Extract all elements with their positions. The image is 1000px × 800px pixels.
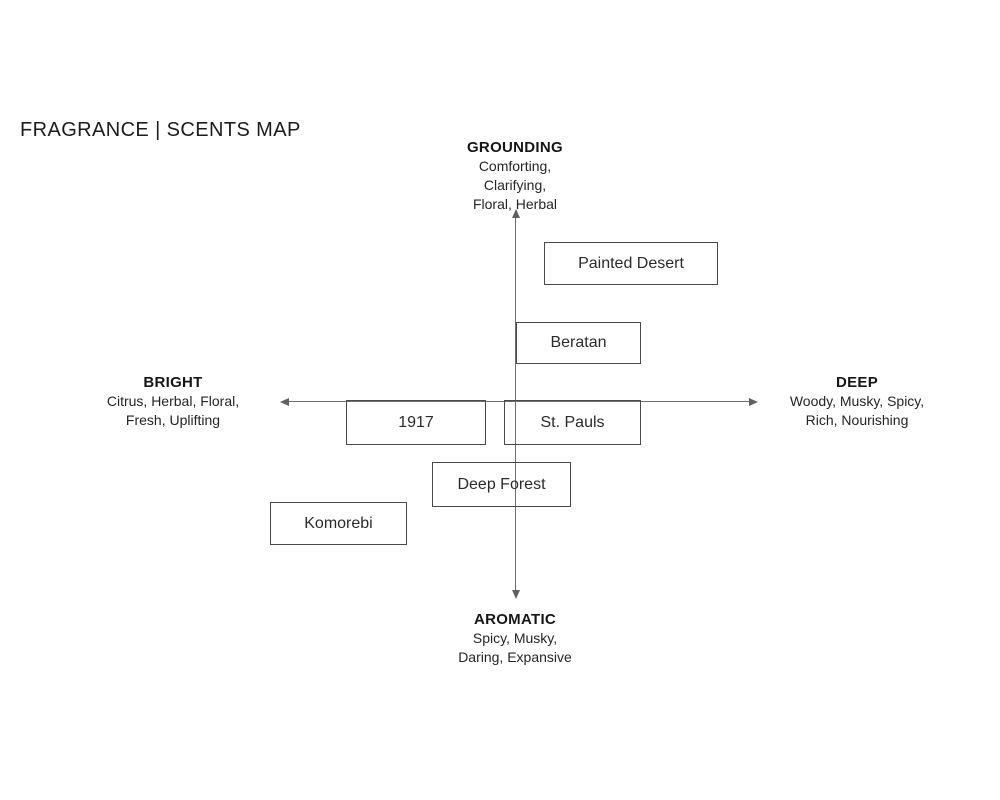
axis-descriptor: Woody, Musky, Spicy, — [789, 393, 925, 409]
fragrance-box-beratan: Beratan — [516, 322, 641, 364]
axis-descriptor: Citrus, Herbal, Floral, — [106, 393, 240, 409]
fragrance-box-st-pauls: St. Pauls — [504, 400, 641, 445]
arrow-down-icon — [511, 590, 520, 599]
arrow-right-icon — [749, 397, 758, 406]
axis-title: BRIGHT — [143, 374, 203, 391]
axis-label-deep: DEEP Woody, Musky, Spicy, Rich, Nourishi… — [737, 373, 977, 430]
axis-descriptor: Spicy, Musky, — [472, 630, 558, 646]
axis-title: AROMATIC — [473, 611, 557, 628]
axis-label-aromatic: AROMATIC Spicy, Musky, Daring, Expansive — [395, 610, 635, 667]
axis-descriptor: Daring, Expansive — [458, 649, 572, 665]
axis-label-bright: BRIGHT Citrus, Herbal, Floral, Fresh, Up… — [53, 373, 293, 430]
horizontal-axis-line — [287, 401, 751, 403]
fragrance-box-1917: 1917 — [346, 400, 486, 445]
arrow-up-icon — [511, 209, 520, 218]
fragrance-box-deep-forest: Deep Forest — [432, 462, 571, 507]
axis-descriptor: Clarifying, — [483, 177, 547, 193]
axis-descriptor: Comforting, — [478, 158, 552, 174]
axis-title: DEEP — [835, 374, 879, 391]
axis-title: GROUNDING — [466, 139, 564, 156]
fragrance-box-painted-desert: Painted Desert — [544, 242, 718, 285]
fragrance-box-komorebi: Komorebi — [270, 502, 407, 545]
axis-descriptor: Fresh, Uplifting — [125, 412, 221, 428]
arrow-left-icon — [280, 397, 289, 406]
axis-descriptor: Floral, Herbal — [472, 196, 558, 212]
axis-descriptor: Rich, Nourishing — [805, 412, 909, 428]
vertical-axis-line — [515, 216, 517, 593]
page-title: FRAGRANCE | SCENTS MAP — [20, 119, 301, 141]
axis-label-grounding: GROUNDING Comforting, Clarifying, Floral… — [395, 138, 635, 214]
